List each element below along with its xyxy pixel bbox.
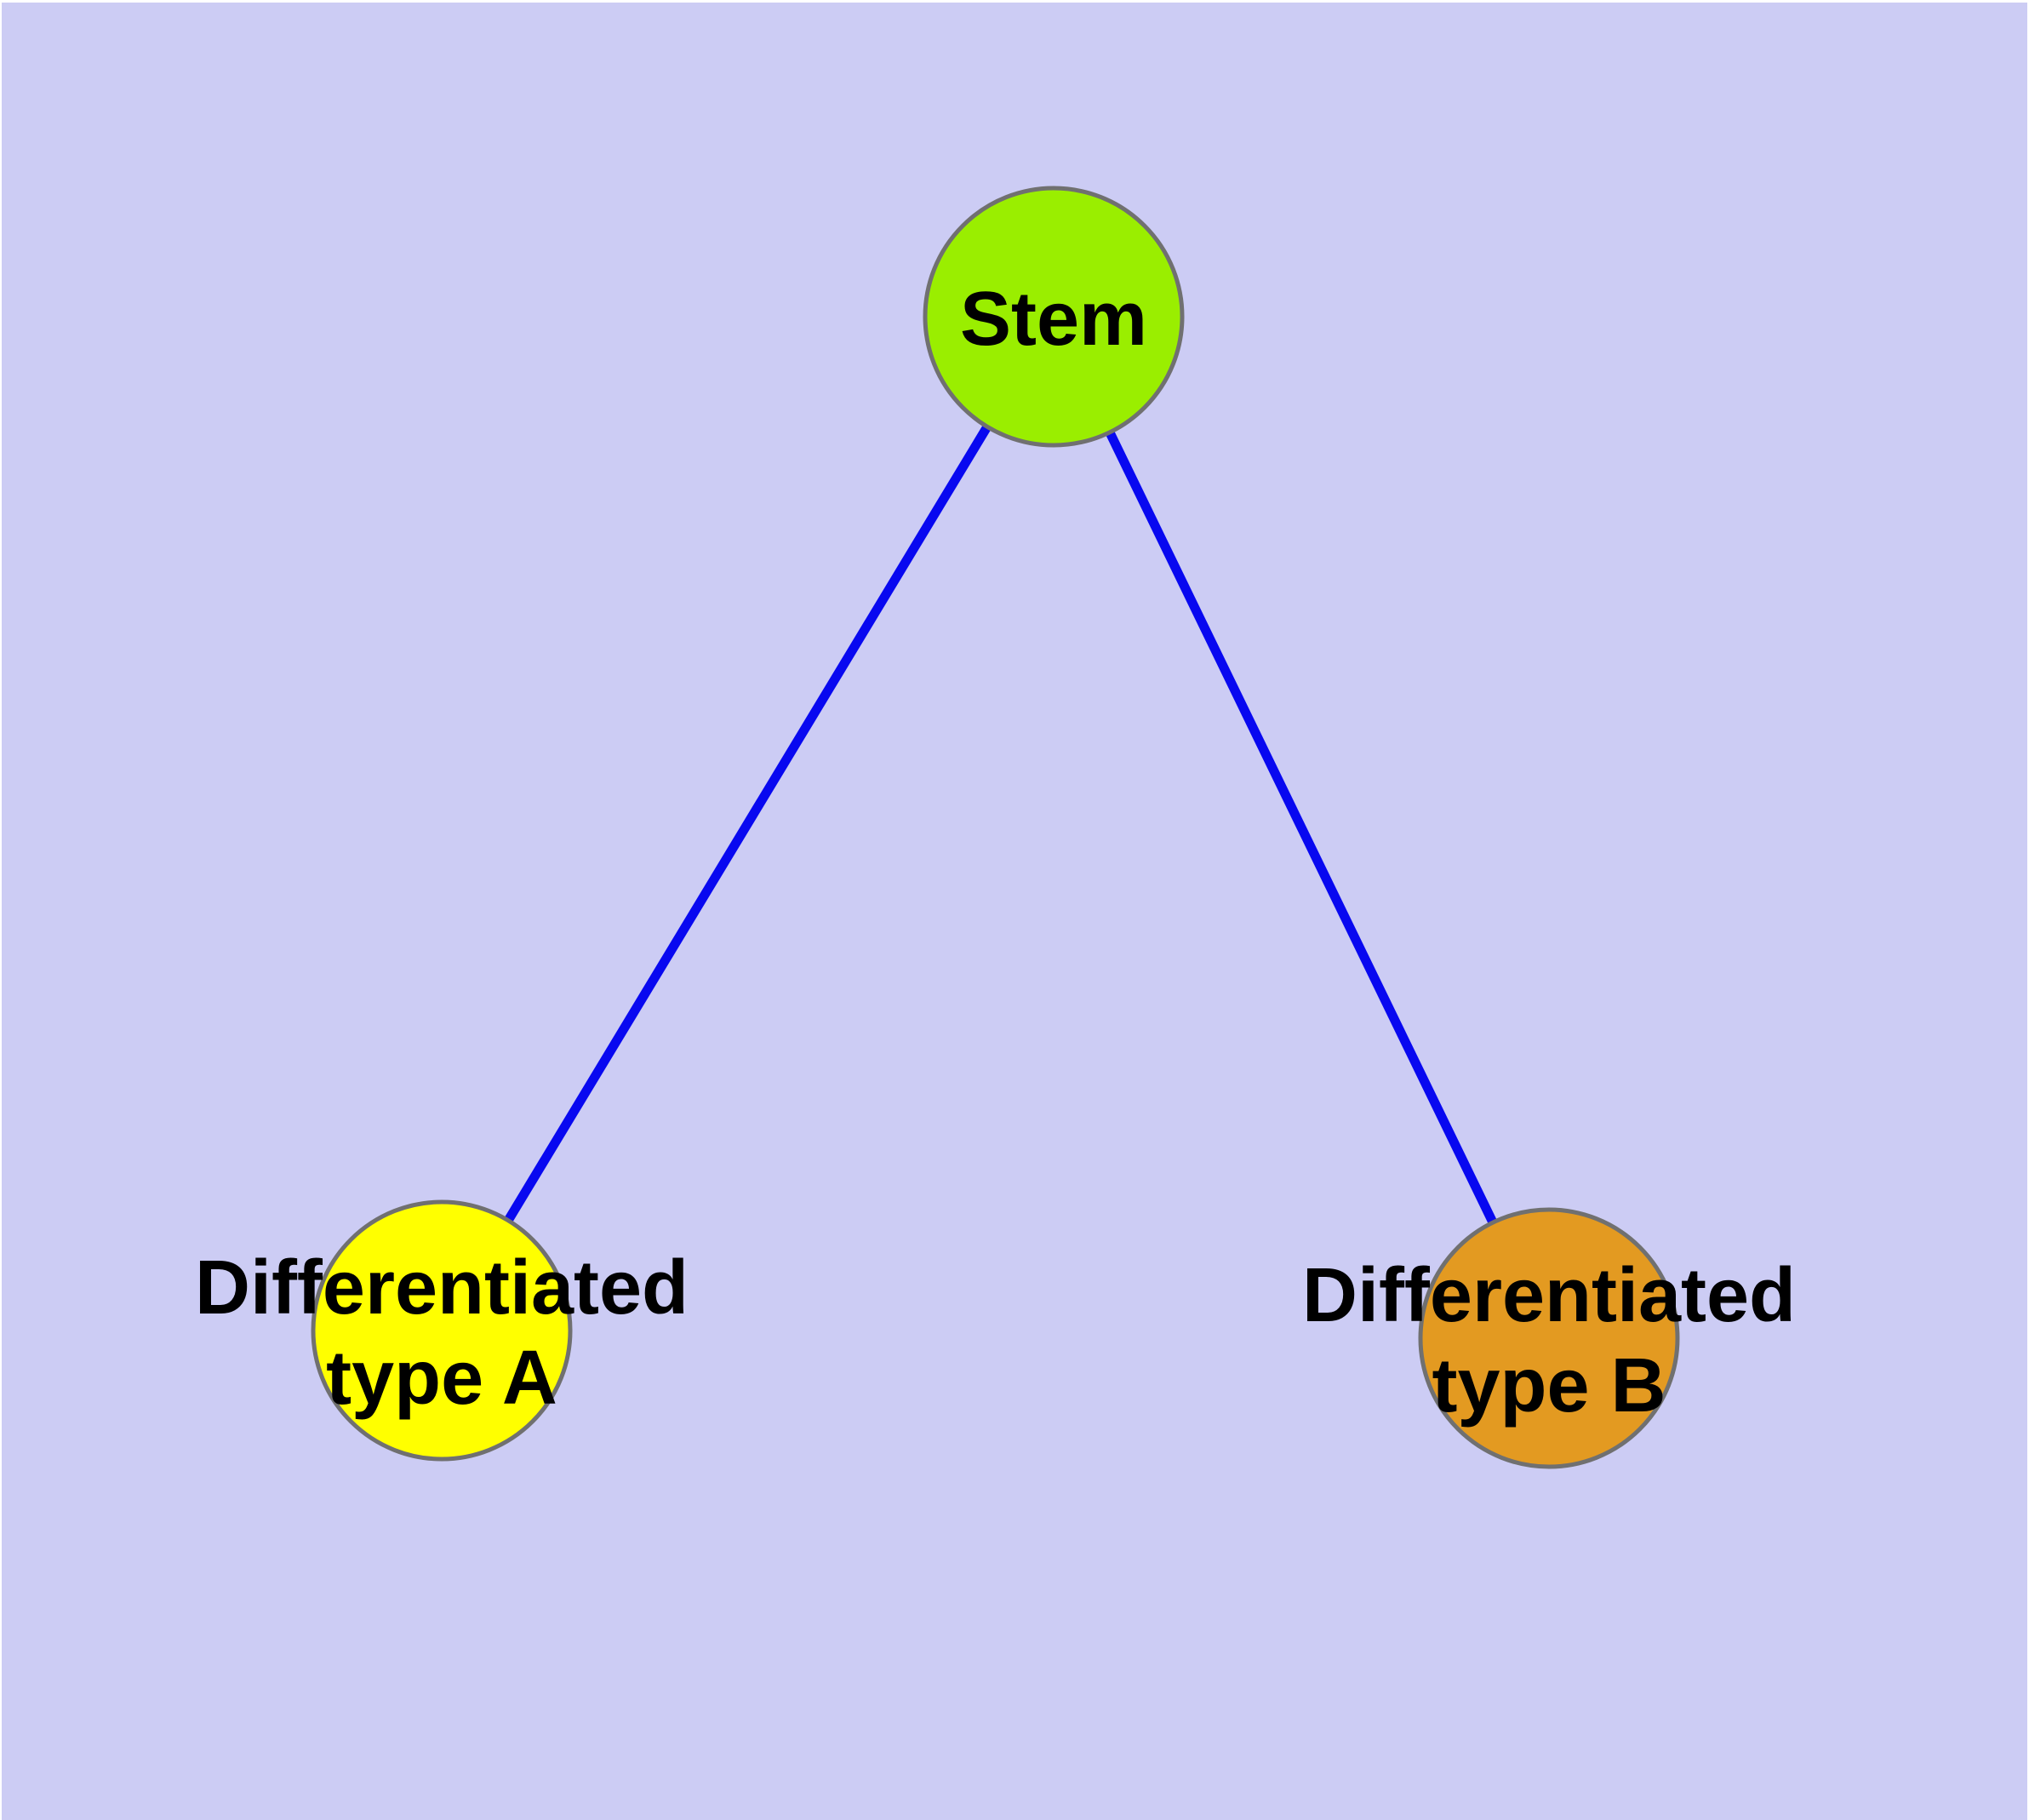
node-type-a-circle [311, 1199, 573, 1462]
node-type-a-label-line-1: type A [326, 1336, 557, 1421]
node-type-b-circle [1418, 1207, 1680, 1469]
node-stem-label-line-0: Stem [960, 277, 1147, 362]
node-stem-label: Stem [960, 277, 1147, 362]
edge-stem-to-type-a [437, 314, 1058, 1333]
edge-stem-to-type-b [1049, 314, 1553, 1341]
node-type-a-label-line-0: Differentiated [195, 1245, 689, 1331]
node-stem-circle [923, 186, 1185, 448]
node-type-b-label-line-0: Differentiated [1302, 1253, 1796, 1338]
node-type-b-label-line-1: type B [1432, 1343, 1666, 1428]
